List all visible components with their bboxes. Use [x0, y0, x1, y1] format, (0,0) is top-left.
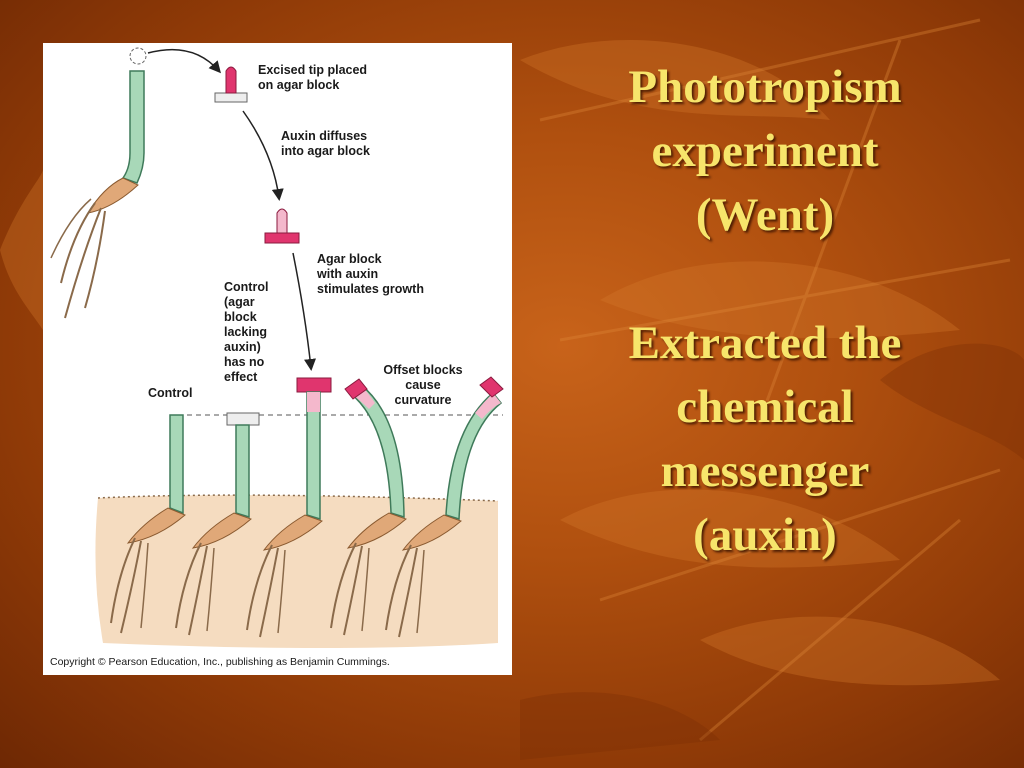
- seedling-excised: [50, 47, 147, 319]
- subtitle-line: Extracted the: [628, 317, 902, 369]
- soil: [95, 495, 498, 648]
- label-agar-with-auxin: Agar block with auxin stimulates growth: [317, 252, 424, 296]
- subtitle-line: (auxin): [693, 509, 837, 561]
- label-offset-blocks: Offset blocks cause curvature: [383, 363, 463, 407]
- label-excised-tip: Excised tip placed on agar block: [258, 63, 368, 92]
- seedling-control: [110, 414, 186, 634]
- title-line: experiment: [651, 125, 879, 177]
- title-line: Phototropism: [628, 61, 902, 113]
- label-control-note: Control (agar block lacking auxin) has n…: [224, 280, 269, 384]
- seedling-auxin-agar: [246, 377, 332, 638]
- seedling-offset-left: [330, 378, 407, 636]
- phototropism-diagram: Excised tip placed on agar block Auxin d…: [43, 43, 512, 675]
- label-control: Control: [148, 386, 193, 400]
- tip-on-agar: [214, 66, 248, 103]
- arrow-3: [292, 252, 316, 371]
- subtitle-line: chemical: [676, 381, 854, 433]
- label-auxin-diffuses: Auxin diffuses into agar block: [281, 129, 370, 158]
- seedling-offset-right: [385, 376, 504, 638]
- copyright-notice: Copyright © Pearson Education, Inc., pub…: [50, 656, 390, 668]
- diagram-drawing: [50, 47, 504, 648]
- arrow-1: [147, 48, 221, 74]
- seedling-plain-agar: [175, 412, 260, 636]
- agar-with-auxin: [264, 208, 300, 244]
- slide-title-block: Phototropism experiment (Went) Extracted…: [580, 55, 950, 567]
- subtitle-line: messenger: [660, 445, 870, 497]
- title-line: (Went): [695, 189, 835, 241]
- arrow-2: [242, 110, 284, 201]
